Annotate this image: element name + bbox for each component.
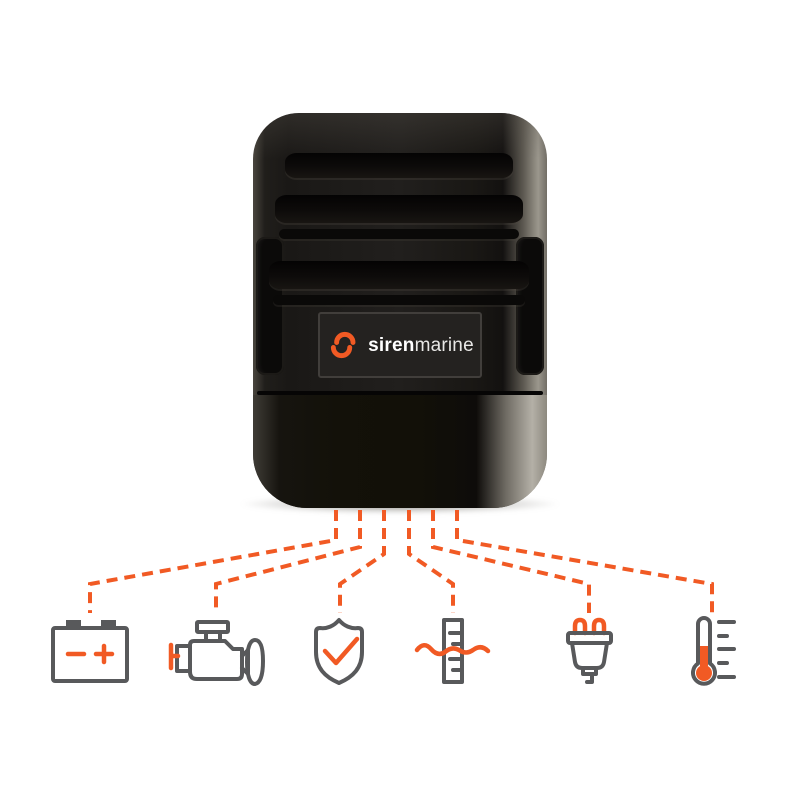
device-bottom-section	[253, 395, 547, 508]
battery-icon	[51, 620, 129, 683]
device-vent-ridge	[273, 295, 525, 305]
device-vent-slat	[275, 195, 523, 223]
device-vent-slat	[285, 153, 513, 178]
device-vent-ridge	[279, 229, 519, 239]
sirenmarine-logo: sirenmarine	[326, 328, 474, 362]
connector-shore-power	[431, 510, 591, 613]
device-seam	[257, 391, 543, 395]
connector-security	[338, 510, 386, 613]
brand-name-marine: marine	[414, 334, 474, 356]
power-plug-icon	[566, 617, 613, 684]
connector-engine	[214, 510, 362, 613]
brand-name-siren: siren	[368, 334, 415, 356]
water-level-icon	[414, 618, 491, 684]
brand-wordmark: sirenmarine	[368, 336, 474, 355]
thermometer-icon	[691, 616, 736, 686]
siren-marine-device: sirenmarine	[253, 113, 547, 508]
connector-battery	[88, 510, 338, 613]
mounting-clip-left	[256, 237, 284, 375]
mounting-clip-right	[516, 237, 544, 375]
shield-check-icon	[314, 618, 364, 685]
device-label-plate: sirenmarine	[318, 312, 482, 378]
siren-wave-icon	[331, 331, 356, 359]
engine-icon	[168, 620, 265, 686]
device-vent-slat	[269, 261, 529, 289]
connector-water-level	[407, 510, 455, 613]
